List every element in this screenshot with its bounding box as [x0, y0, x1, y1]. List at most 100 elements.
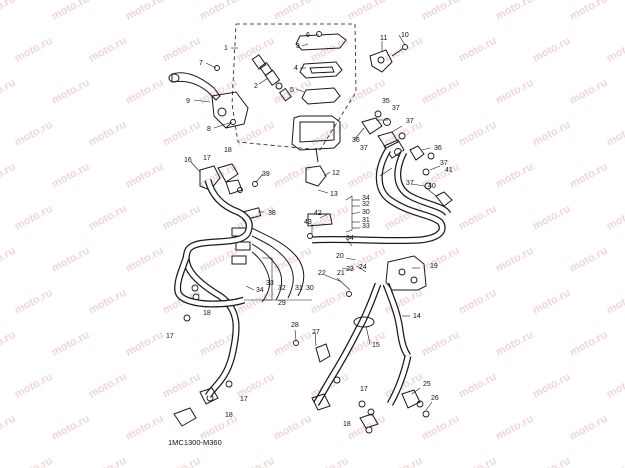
part-label-39: 39: [262, 171, 270, 178]
part-label-23: 23: [346, 266, 354, 273]
part-label-18: 18: [343, 421, 351, 428]
watermark-text: moto.ru: [161, 455, 203, 468]
watermark-text: moto.ru: [531, 371, 573, 401]
watermark-text: moto.ru: [568, 329, 610, 359]
part-label-28: 28: [291, 322, 299, 329]
part-label-1: 1: [224, 45, 228, 52]
watermark-text: moto.ru: [124, 161, 166, 191]
watermark-text: moto.ru: [494, 161, 536, 191]
part-label-22: 22: [318, 270, 326, 277]
part-label-14: 14: [413, 313, 421, 320]
part-label-4: 4: [294, 65, 298, 72]
part-label-13: 13: [330, 191, 338, 198]
part-label-6: 6: [306, 32, 310, 39]
leader-lines: [190, 34, 441, 411]
watermark-text: moto.ru: [0, 161, 18, 191]
watermark-text: moto.ru: [50, 413, 92, 443]
part-label-19: 19: [430, 263, 438, 270]
watermark-text: moto.ru: [457, 203, 499, 233]
watermark-text: moto.ru: [87, 119, 129, 149]
watermark-text: moto.ru: [50, 0, 92, 23]
watermark-text: moto.ru: [605, 287, 625, 317]
watermark-text: moto.ru: [494, 329, 536, 359]
diagram-code: 1MC1300-M360: [168, 438, 222, 447]
watermark-text: moto.ru: [346, 0, 388, 23]
part-label-20: 20: [336, 253, 344, 260]
watermark-text: moto.ru: [309, 203, 351, 233]
part-label-36: 36: [434, 145, 442, 152]
part-label-24: 24: [359, 264, 367, 271]
part-label-25: 25: [423, 381, 431, 388]
watermark-text: moto.ru: [420, 245, 462, 275]
watermark-text: moto.ru: [568, 77, 610, 107]
watermark-text: moto.ru: [124, 329, 166, 359]
part-label-27: 27: [312, 329, 320, 336]
master-cylinder-group-outline: [231, 23, 357, 151]
part-label-33: 33: [266, 280, 274, 287]
part-label-42: 42: [314, 210, 322, 217]
watermark-text: moto.ru: [420, 77, 462, 107]
watermark-text: moto.ru: [568, 245, 610, 275]
part-label-34: 34: [346, 235, 354, 242]
watermark-text: moto.ru: [124, 0, 166, 23]
part-label-11: 11: [380, 35, 387, 42]
part-label-37: 37: [406, 118, 414, 125]
watermark-text: moto.ru: [161, 371, 203, 401]
part-label-18: 18: [203, 310, 211, 317]
watermark-text: moto.ru: [531, 35, 573, 65]
watermark-text: moto.ru: [272, 161, 314, 191]
watermark-text: moto.ru: [420, 0, 462, 23]
watermark-text: moto.ru: [309, 119, 351, 149]
hose-clamps: [231, 207, 333, 265]
watermark-text: moto.ru: [13, 371, 55, 401]
watermark-text: moto.ru: [87, 287, 129, 317]
reservoir-plate: [301, 87, 341, 105]
part-label-17: 17: [240, 396, 248, 403]
watermark-text: moto.ru: [50, 245, 92, 275]
watermark-text: moto.ru: [605, 35, 625, 65]
part-label-35: 35: [382, 98, 390, 105]
watermark-text: moto.ru: [494, 245, 536, 275]
watermark-text: moto.ru: [50, 161, 92, 191]
part-label-37: 37: [392, 105, 400, 112]
watermark-text: moto.ru: [605, 371, 625, 401]
watermark-text: moto.ru: [87, 371, 129, 401]
part-label-32: 32: [362, 201, 370, 208]
watermark-text: moto.ru: [0, 0, 18, 23]
watermark-text: moto.ru: [457, 455, 499, 468]
reservoir-cap: [295, 33, 347, 51]
watermark-text: moto.ru: [124, 77, 166, 107]
watermark-text: moto.ru: [0, 245, 18, 275]
part-label-7: 7: [199, 60, 203, 67]
part-label-38: 38: [268, 210, 276, 217]
watermark-text: moto.ru: [50, 329, 92, 359]
watermark-text: moto.ru: [494, 0, 536, 23]
hose-holder: [315, 343, 421, 409]
part-label-31: 31: [295, 285, 303, 292]
master-cylinder-kit: [251, 54, 292, 102]
watermark-text: moto.ru: [531, 287, 573, 317]
watermark-text: moto.ru: [13, 455, 55, 468]
watermark-text: moto.ru: [0, 413, 18, 443]
watermark-text: moto.ru: [198, 77, 240, 107]
reservoir-tank: [291, 115, 341, 163]
brake-switch-joints: [199, 163, 243, 195]
watermark-text: moto.ru: [50, 77, 92, 107]
reservoir-diaphragm: [299, 61, 343, 79]
watermark-text: moto.ru: [272, 413, 314, 443]
watermark-text: moto.ru: [161, 203, 203, 233]
watermark-text: moto.ru: [13, 287, 55, 317]
part-label-21: 21: [337, 270, 345, 277]
part-label-3: 3: [296, 43, 300, 50]
watermark-text: moto.ru: [457, 287, 499, 317]
watermark-text: moto.ru: [494, 413, 536, 443]
watermark-text: moto.ru: [272, 245, 314, 275]
part-label-34: 34: [256, 287, 264, 294]
part-label-18: 18: [225, 412, 233, 419]
part-label-5: 5: [290, 87, 294, 94]
watermark-text: moto.ru: [383, 455, 425, 468]
watermark-text: moto.ru: [235, 35, 277, 65]
part-label-37: 37: [440, 160, 448, 167]
